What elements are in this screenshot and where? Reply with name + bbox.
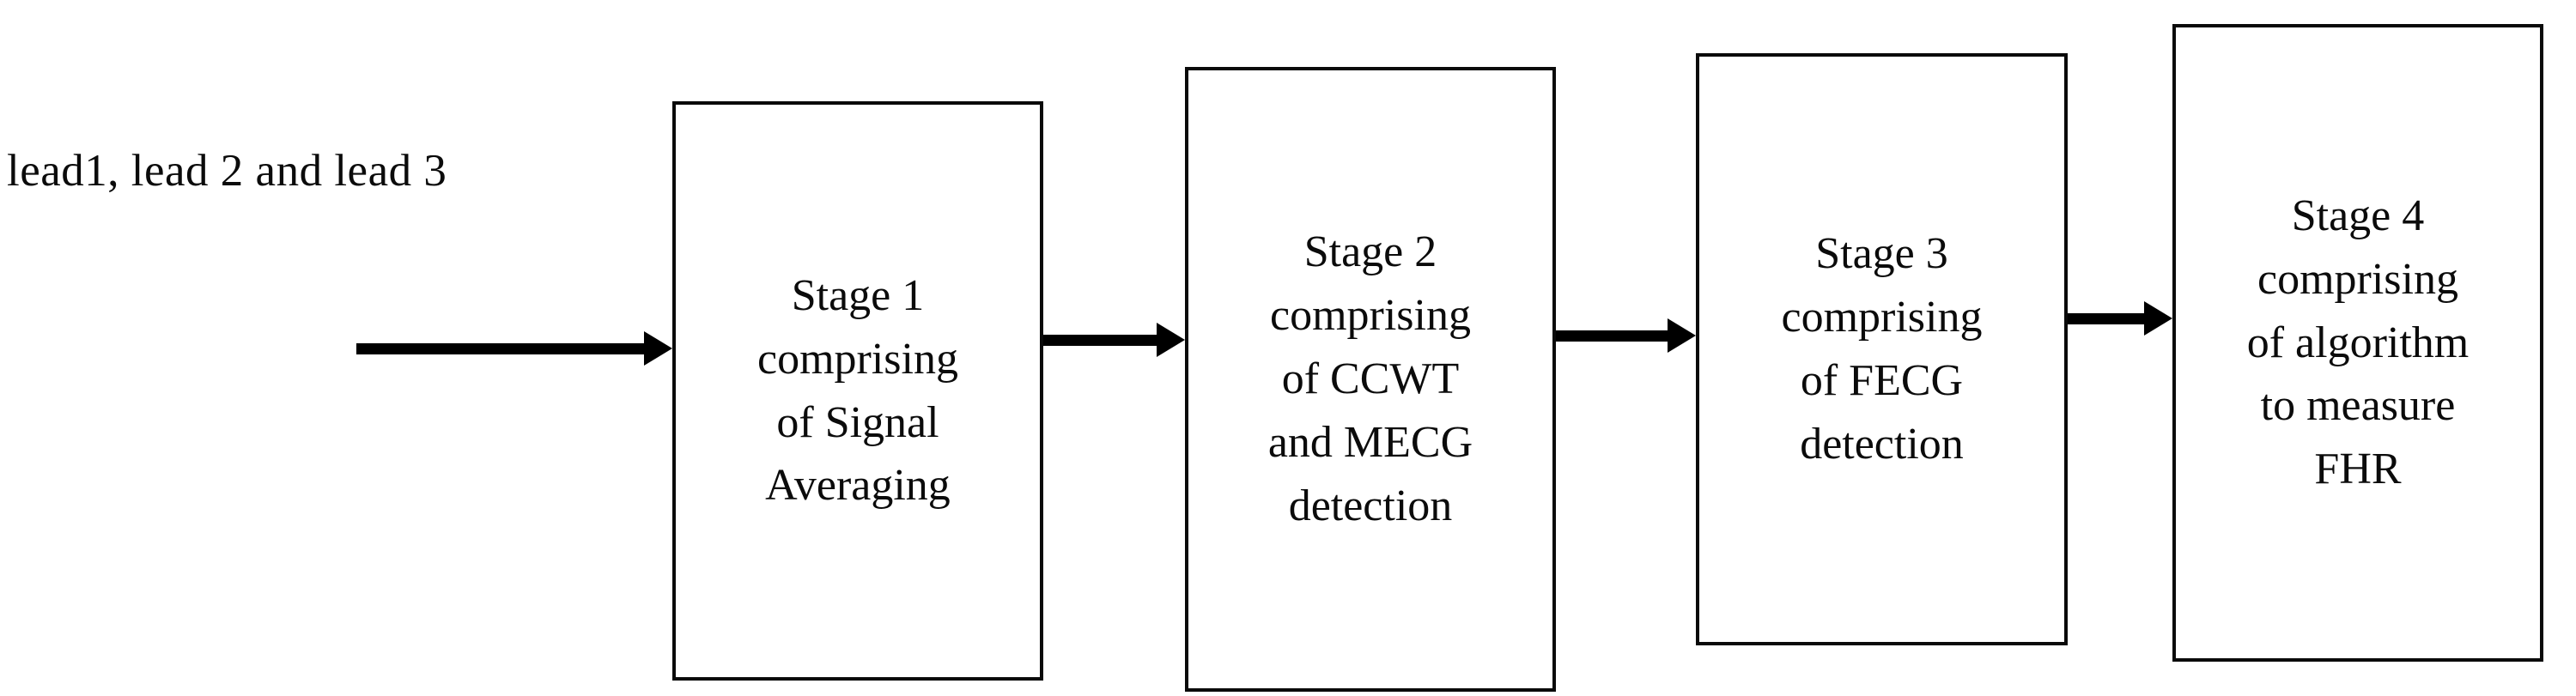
- stage-label-line: Stage 4: [2291, 191, 2425, 240]
- arrow-head-icon: [1157, 323, 1185, 357]
- stage-label-line: of Signal: [776, 397, 939, 447]
- arrow-head-icon: [2144, 301, 2172, 336]
- arrow-head-icon: [1668, 318, 1696, 353]
- stage-label: Stage 2 comprising of CCWT and MECG detectio…: [1263, 221, 1478, 537]
- stage-label-line: comprising: [1781, 293, 1983, 342]
- arrow-shaft: [2065, 313, 2148, 324]
- stage-label-line: Stage 2: [1303, 227, 1437, 277]
- stage-box-stage-3: Stage 3 comprising of FECG detection: [1696, 53, 2068, 645]
- stage-label-line: detection: [1800, 419, 1964, 469]
- stage-label-line: comprising: [2257, 254, 2458, 304]
- arrow-shaft: [1554, 330, 1672, 342]
- stage-label-line: and MECG: [1267, 417, 1473, 467]
- stage-label: Stage 3 comprising of FECG detection: [1777, 222, 1988, 475]
- arrow-head-icon: [644, 331, 672, 366]
- stage-label-line: to measure: [2260, 381, 2456, 431]
- stage-label-line: of CCWT: [1281, 354, 1460, 404]
- input-signal-label: lead1, lead 2 and lead 3: [7, 146, 447, 196]
- stage-label-line: Stage 3: [1815, 229, 1948, 279]
- stage-label-line: FHR: [2314, 445, 2402, 494]
- stage-label-line: of FECG: [1800, 356, 1964, 405]
- stage-label-line: comprising: [1270, 291, 1471, 341]
- arrow-shaft: [1042, 335, 1161, 346]
- stage-box-stage-2: Stage 2 comprising of CCWT and MECG detectio…: [1185, 67, 1556, 692]
- stage-label-line: detection: [1288, 481, 1453, 530]
- stage-label-line: Averaging: [765, 461, 951, 511]
- arrow-shaft: [356, 343, 648, 354]
- stage-label-line: of algorithm: [2246, 318, 2470, 367]
- stage-label-line: comprising: [757, 334, 958, 384]
- stage-label-line: Stage 1: [791, 270, 925, 320]
